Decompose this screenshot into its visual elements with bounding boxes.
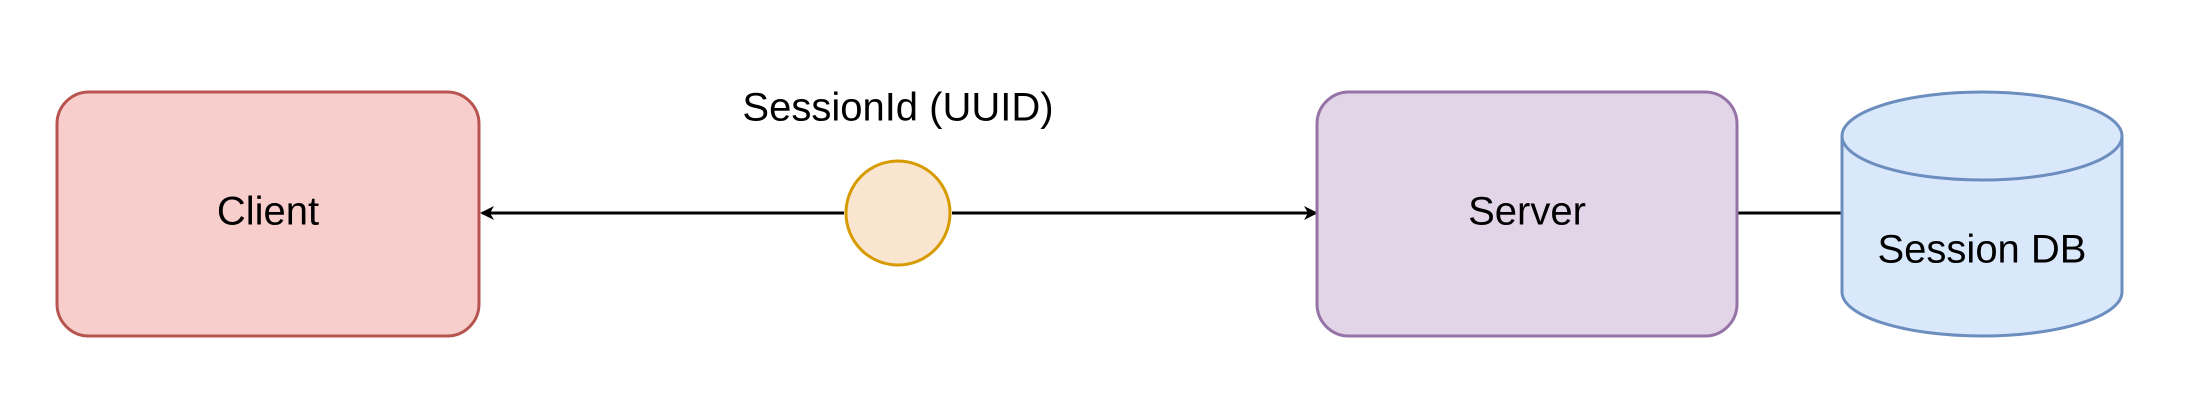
session-db-node: Session DB: [1840, 90, 2124, 338]
session-token: SessionId (UUID): [742, 86, 1054, 267]
server-label: Server: [1468, 190, 1586, 234]
session-db-label: Session DB: [1878, 228, 2087, 272]
session-db-cylinder-top: [1840, 90, 2124, 182]
session-token-circle: [844, 159, 952, 267]
client-box: [55, 90, 481, 338]
server-node: Server: [1315, 90, 1739, 338]
session-db-cylinder-body: [1840, 136, 2124, 338]
client-label: Client: [217, 190, 319, 234]
client-node: Client: [55, 90, 481, 338]
server-box: [1315, 90, 1739, 338]
session-token-label: SessionId (UUID): [742, 86, 1053, 130]
